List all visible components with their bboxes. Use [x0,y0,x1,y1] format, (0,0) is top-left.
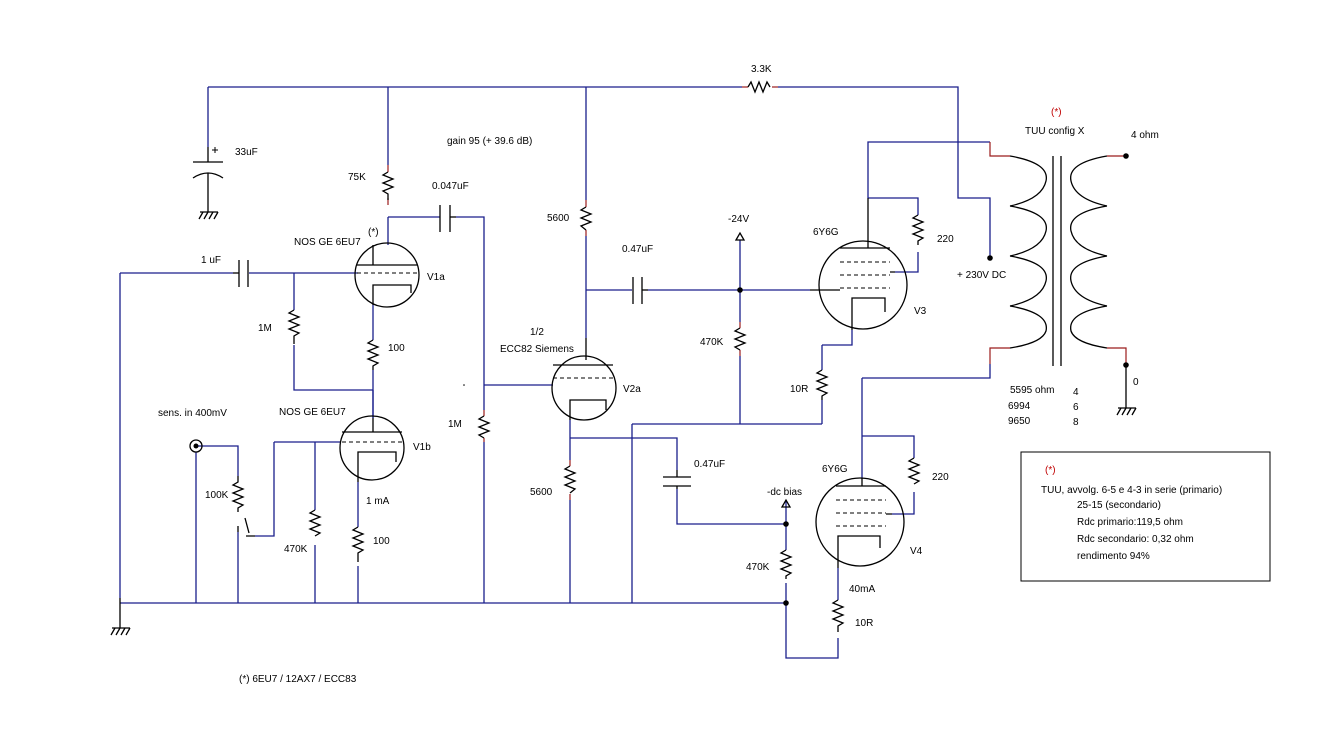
label-r-220-bot: 220 [932,472,949,483]
notes-line1: TUU, avvolg. 6-5 e 4-3 in serie (primari… [1041,485,1222,496]
label-zero: 0 [1133,377,1139,388]
label-sens: sens. in 400mV [158,408,227,419]
component-leads [387,86,1127,500]
label-r-10r-bot: 10R [855,618,873,629]
label-half: 1/2 [530,327,544,338]
label-neg24: -24V [728,214,749,225]
label-v1b: V1b [413,442,431,453]
label-imp2v: 6 [1073,402,1079,413]
tube-v1a [354,242,420,308]
label-r-100-b: 100 [373,536,390,547]
label-r-5600-bot: 5600 [530,487,553,498]
label-tube-6y6g-top: 6Y6G [813,227,839,238]
junctions [463,153,1129,606]
resistor-75k [381,171,395,200]
label-c-047-mid: 0.47uF [622,244,653,255]
notes-line5: rendimento 94% [1077,551,1150,562]
resistor-1m-left [287,309,301,344]
label-v3: V3 [914,306,927,317]
notes-text: (*) TUU, avvolg. 6-5 e 4-3 in serie (pri… [1041,465,1222,562]
label-tube-6y6g-bot: 6Y6G [822,464,848,475]
labels: gain 95 (+ 39.6 dB) 33uF 75K 0.047uF (*)… [158,64,1159,685]
resistor-100-b [351,526,365,562]
label-hv: + 230V DC [957,270,1006,281]
label-footnote: (*) 6EU7 / 12AX7 / ECC83 [239,674,357,685]
notes-box [1020,451,1271,582]
notes-line2: 25-15 (secondario) [1077,500,1161,511]
capacitors [192,147,691,489]
resistor-100k-pot [231,476,245,532]
label-v4: V4 [910,546,923,557]
resistor-1m-mid [477,415,491,439]
resistor-470k-left [308,509,322,537]
label-r-220-top: 220 [937,234,954,245]
supply-arrows [734,231,792,508]
tube-v3 [810,198,908,330]
label-1ma: 1 mA [366,496,390,507]
label-40ma: 40mA [849,584,875,595]
label-r-1m-mid: 1M [448,419,462,430]
label-r-470k-bot: 470K [746,562,770,573]
label-tuu: TUU config X [1025,126,1085,137]
label-imp1: 5595 ohm [1010,385,1054,396]
label-r-470k-mid: 470K [700,337,724,348]
label-v2a: V2a [623,384,641,395]
tube-v1b [339,415,405,482]
label-tube-v1a-name: NOS GE 6EU7 [294,237,361,248]
resistor-470k-bot [779,549,793,579]
label-imp3: 9650 [1008,416,1031,427]
label-4ohm: 4 ohm [1131,130,1159,141]
label-c-33uf: 33uF [235,147,258,158]
notes-line3: Rdc primario:119,5 ohm [1077,517,1183,528]
label-c-1uf: 1 uF [201,255,221,266]
label-ecc82: ECC82 Siemens [500,344,574,355]
label-c-047-low: 0.47uF [694,459,725,470]
input-jack [189,439,203,453]
resistor-10r-bot [831,599,845,632]
notes-line4: Rdc secondario: 0,32 ohm [1077,534,1194,545]
grounds [110,211,1137,636]
output-transformer [1009,155,1108,366]
tube-v4 [815,477,905,568]
label-v1a: V1a [427,272,445,283]
label-r-10r-top: 10R [790,384,808,395]
tube-v2a [551,338,617,421]
label-tube-v1b-name: NOS GE 6EU7 [279,407,346,418]
resistor-100-a [366,339,380,370]
label-tube-v1a-mark: (*) [368,227,379,238]
label-dc-bias: -dc bias [767,487,802,498]
resistor-10r-top [815,369,829,400]
resistor-5600-top [579,206,593,231]
label-imp2: 6994 [1008,401,1031,412]
resistor-220-top [911,214,925,245]
label-imp3v: 8 [1073,417,1079,428]
label-imp1v: 4 [1073,387,1079,398]
label-r-3k3: 3.3K [751,64,772,75]
label-r-5600-top: 5600 [547,213,570,224]
resistor-220-bot [907,457,921,485]
notes-mark: (*) [1045,465,1056,476]
resistors [231,80,925,632]
label-c-0047-top: 0.047uF [432,181,469,192]
wires [119,86,991,659]
label-gain: gain 95 (+ 39.6 dB) [447,136,532,147]
resistor-3k3 [747,80,771,94]
label-r-470k-left: 470K [284,544,308,555]
label-r-75k: 75K [348,172,366,183]
resistor-5600-bot [563,465,577,494]
label-r-100k: 100K [205,490,229,501]
label-tuu-mark: (*) [1051,107,1062,118]
resistor-470k-mid [733,327,747,351]
label-r-1m-left: 1M [258,323,272,334]
label-r-100-a: 100 [388,343,405,354]
